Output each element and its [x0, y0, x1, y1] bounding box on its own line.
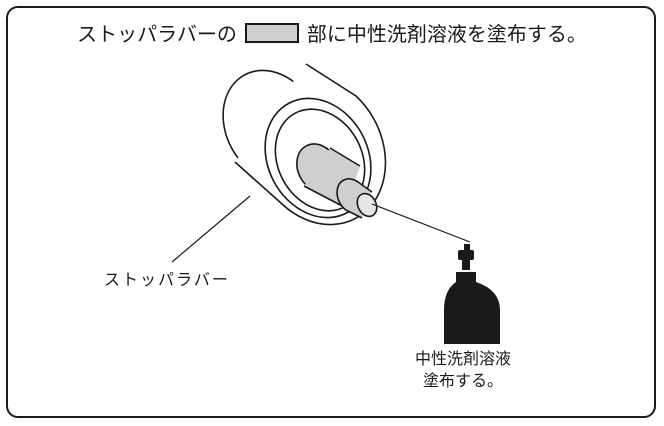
instruction-text-after: 部に中性洗剤溶液を塗布する。 — [306, 22, 587, 46]
instruction-text-before: ストッパラバーの — [77, 22, 237, 46]
detergent-leader-line — [371, 203, 471, 243]
stopper-rubber-icon — [222, 63, 387, 226]
detergent-label: 中性洗剤溶液 塗布する。 — [388, 348, 538, 392]
highlight-swatch — [244, 23, 299, 43]
stopper-rubber-label: ストッパラバー — [104, 270, 230, 289]
detergent-label-line1: 中性洗剤溶液 — [414, 349, 511, 368]
instruction-text: ストッパラバーの 部に中性洗剤溶液を塗布する。 — [0, 18, 664, 47]
stopper-leader-line — [171, 195, 251, 263]
detergent-bottle-icon — [444, 244, 500, 344]
detergent-label-line2: 塗布する。 — [422, 371, 503, 390]
